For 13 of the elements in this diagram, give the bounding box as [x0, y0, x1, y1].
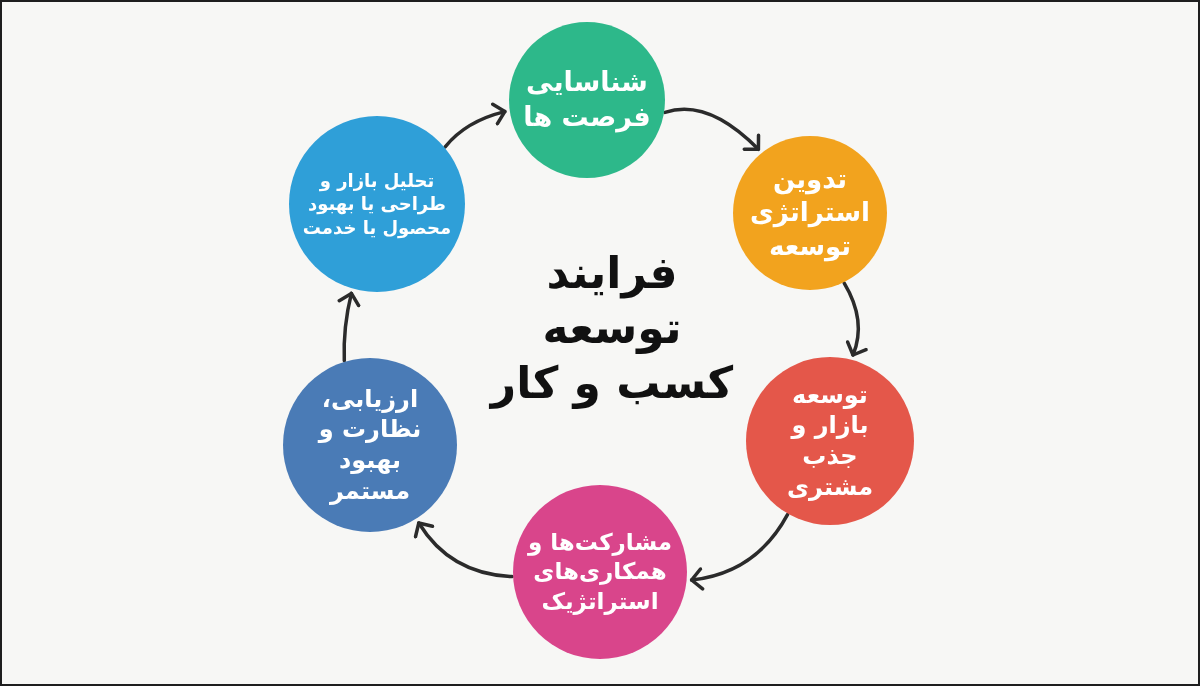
- title: فرایند توسعه کسب و کار: [488, 246, 735, 410]
- step-label: شناسایی فرصت ها: [522, 65, 652, 135]
- arrow: [337, 291, 361, 363]
- step-label: مشارکت‌ها و همکاری‌های استراتژیک: [526, 527, 674, 617]
- step-label: تحلیل بازار و طراحی یا بهبود محصول یا خدمت: [301, 169, 453, 239]
- arrow: [414, 521, 514, 579]
- step-label: ارزیابی، نظارت و بهبود مستمر: [316, 383, 423, 507]
- arrow: [842, 281, 868, 357]
- arrow: [663, 107, 761, 152]
- step-label: تدوین استراتژی توسعه: [750, 163, 870, 263]
- step-label: توسعه بازار و جذب مشتری: [786, 379, 874, 503]
- arrow: [443, 102, 507, 149]
- arrow: [689, 512, 790, 591]
